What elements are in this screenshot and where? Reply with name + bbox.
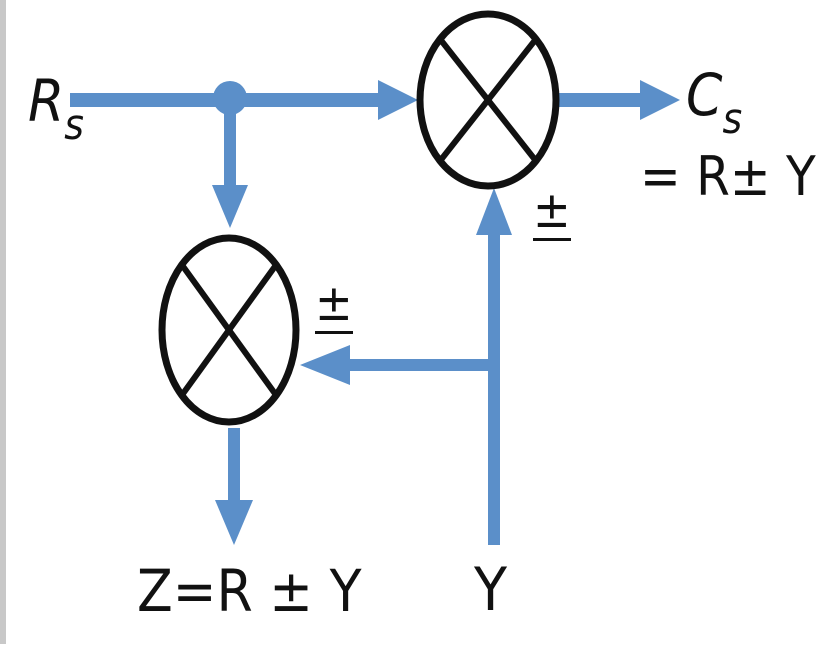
left-border bbox=[0, 0, 6, 644]
lower-junction-sign: ± bbox=[315, 274, 353, 334]
arrow-head-icon bbox=[215, 500, 253, 545]
z-output-equation: Z=R ± Y bbox=[137, 557, 362, 625]
arrow-head-icon bbox=[212, 185, 248, 228]
arrow-head-icon bbox=[300, 345, 350, 385]
upper-junction-sign: ± bbox=[533, 181, 571, 241]
arrow-head-icon bbox=[476, 188, 512, 235]
output-equation: = R± Y bbox=[640, 145, 816, 208]
input-label-base: R bbox=[28, 67, 65, 135]
arrow-head-icon bbox=[378, 80, 418, 120]
summing-junction-icon bbox=[158, 234, 300, 426]
output-label: Cs bbox=[686, 66, 742, 140]
summing-junction-icon bbox=[416, 10, 560, 190]
input-label: Rs bbox=[28, 72, 84, 146]
output-label-base: C bbox=[686, 61, 723, 129]
output-label-subscript: s bbox=[722, 94, 743, 143]
input-label-subscript: s bbox=[64, 100, 84, 149]
y-input-label: Y bbox=[474, 555, 507, 625]
arrow-head-icon bbox=[640, 80, 680, 120]
